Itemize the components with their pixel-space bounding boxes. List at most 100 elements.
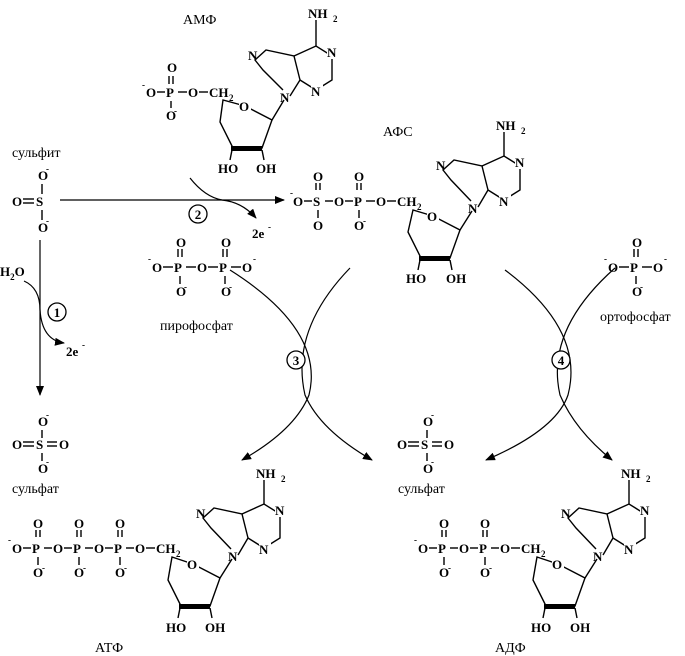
svg-text:-: - bbox=[290, 188, 293, 198]
svg-text:N: N bbox=[499, 194, 509, 209]
svg-text:O: O bbox=[418, 541, 428, 556]
svg-text:-: - bbox=[46, 457, 49, 467]
svg-text:O: O bbox=[38, 461, 48, 476]
svg-text:2: 2 bbox=[281, 474, 286, 484]
svg-text:O: O bbox=[376, 194, 386, 209]
svg-text:-: - bbox=[640, 282, 643, 292]
svg-text:S: S bbox=[36, 194, 43, 209]
svg-text:NH: NH bbox=[308, 6, 328, 21]
svg-text:2: 2 bbox=[195, 207, 202, 222]
svg-text:-: - bbox=[42, 563, 45, 573]
svg-text:O: O bbox=[74, 565, 84, 580]
svg-text:O: O bbox=[221, 235, 231, 250]
svg-text:O: O bbox=[12, 437, 22, 452]
svg-text:O: O bbox=[176, 235, 186, 250]
svg-text:S: S bbox=[36, 437, 43, 452]
svg-text:2: 2 bbox=[229, 93, 234, 103]
svg-text:N: N bbox=[228, 549, 238, 564]
svg-text:P: P bbox=[630, 260, 638, 275]
svg-text:-: - bbox=[46, 164, 49, 174]
arrow-amp-in bbox=[189, 177, 257, 219]
svg-text:O: O bbox=[334, 194, 344, 209]
adp-label: АДФ bbox=[495, 641, 526, 656]
svg-text:P: P bbox=[354, 194, 362, 209]
svg-text:-: - bbox=[142, 80, 145, 90]
svg-text:N: N bbox=[640, 503, 650, 518]
electrons-top: 2e bbox=[252, 226, 265, 241]
svg-text:P: P bbox=[174, 260, 182, 275]
svg-text:-: - bbox=[664, 254, 667, 264]
svg-text:O: O bbox=[239, 99, 249, 114]
svg-text:O: O bbox=[439, 565, 449, 580]
svg-text:-: - bbox=[83, 563, 86, 573]
svg-text:OH: OH bbox=[205, 620, 225, 635]
svg-text:O: O bbox=[632, 235, 642, 250]
svg-text:-: - bbox=[431, 457, 434, 467]
svg-text:P: P bbox=[73, 541, 81, 556]
pyrophosphate-structure: - O P O O - O P O O - O - bbox=[148, 235, 256, 299]
arrow-step3-to-atp bbox=[229, 269, 312, 461]
svg-text:N: N bbox=[436, 158, 446, 173]
step-3-badge bbox=[286, 350, 306, 370]
svg-text:-: - bbox=[363, 216, 366, 226]
svg-text:O: O bbox=[115, 565, 125, 580]
amp-structure: O - O P O - O CH 2 O HO OH N N N N NH bbox=[142, 6, 339, 176]
svg-text:O: O bbox=[500, 541, 510, 556]
svg-text:P: P bbox=[114, 541, 122, 556]
svg-text:S: S bbox=[421, 437, 428, 452]
svg-text:O: O bbox=[38, 168, 48, 183]
svg-text:-: - bbox=[414, 535, 417, 545]
svg-text:-: - bbox=[431, 410, 434, 420]
svg-text:O: O bbox=[653, 260, 663, 275]
svg-text:-: - bbox=[184, 282, 187, 292]
svg-text:N: N bbox=[468, 201, 478, 216]
svg-text:O: O bbox=[608, 260, 618, 275]
svg-text:O: O bbox=[423, 414, 433, 429]
svg-text:HO: HO bbox=[166, 620, 186, 635]
sulfate-label-left: сульфат bbox=[12, 482, 59, 497]
svg-text:O: O bbox=[397, 437, 407, 452]
svg-text:O: O bbox=[480, 516, 490, 531]
svg-text:-: - bbox=[489, 563, 492, 573]
svg-text:-: - bbox=[229, 282, 232, 292]
svg-text:O: O bbox=[354, 169, 364, 184]
aps-label: АФС bbox=[383, 125, 413, 140]
svg-text:N: N bbox=[280, 90, 290, 105]
pyrophosphate-label: пирофосфат bbox=[160, 319, 233, 334]
svg-text:N: N bbox=[259, 542, 269, 557]
sulfite-structure: O - O S O - bbox=[12, 164, 49, 235]
step-1-badge bbox=[47, 302, 67, 322]
svg-text:1: 1 bbox=[54, 305, 61, 320]
svg-text:O: O bbox=[242, 260, 252, 275]
svg-text:O: O bbox=[115, 516, 125, 531]
svg-text:O: O bbox=[221, 284, 231, 299]
svg-text:O: O bbox=[33, 516, 43, 531]
svg-text:-: - bbox=[148, 254, 151, 264]
electrons-left: 2e bbox=[66, 344, 79, 359]
svg-text:P: P bbox=[219, 260, 227, 275]
svg-text:CH: CH bbox=[209, 85, 229, 100]
orthophosphate-label: ортофосфат bbox=[600, 310, 671, 325]
svg-text:N: N bbox=[327, 45, 337, 60]
arrow-step4-to-adp bbox=[556, 267, 616, 461]
water-label: H2O bbox=[0, 264, 25, 282]
svg-text:HO: HO bbox=[406, 271, 426, 286]
svg-text:-: - bbox=[268, 222, 271, 232]
svg-text:3: 3 bbox=[293, 353, 300, 368]
svg-text:O: O bbox=[59, 437, 69, 452]
svg-text:2: 2 bbox=[541, 549, 546, 559]
atp-label: АТФ bbox=[95, 641, 123, 656]
svg-text:-: - bbox=[8, 535, 11, 545]
svg-text:-: - bbox=[604, 254, 607, 264]
svg-text:NH: NH bbox=[621, 466, 641, 481]
svg-text:O: O bbox=[152, 260, 162, 275]
svg-text:O: O bbox=[480, 565, 490, 580]
svg-text:O: O bbox=[176, 284, 186, 299]
svg-text:P: P bbox=[166, 85, 174, 100]
svg-text:P: P bbox=[32, 541, 40, 556]
svg-text:O: O bbox=[313, 169, 323, 184]
svg-text:O: O bbox=[146, 85, 156, 100]
svg-text:O: O bbox=[313, 218, 323, 233]
svg-text:N: N bbox=[561, 506, 571, 521]
aps-structure: - O S O O O P O O - O CH 2 O HO OH N bbox=[290, 118, 527, 286]
